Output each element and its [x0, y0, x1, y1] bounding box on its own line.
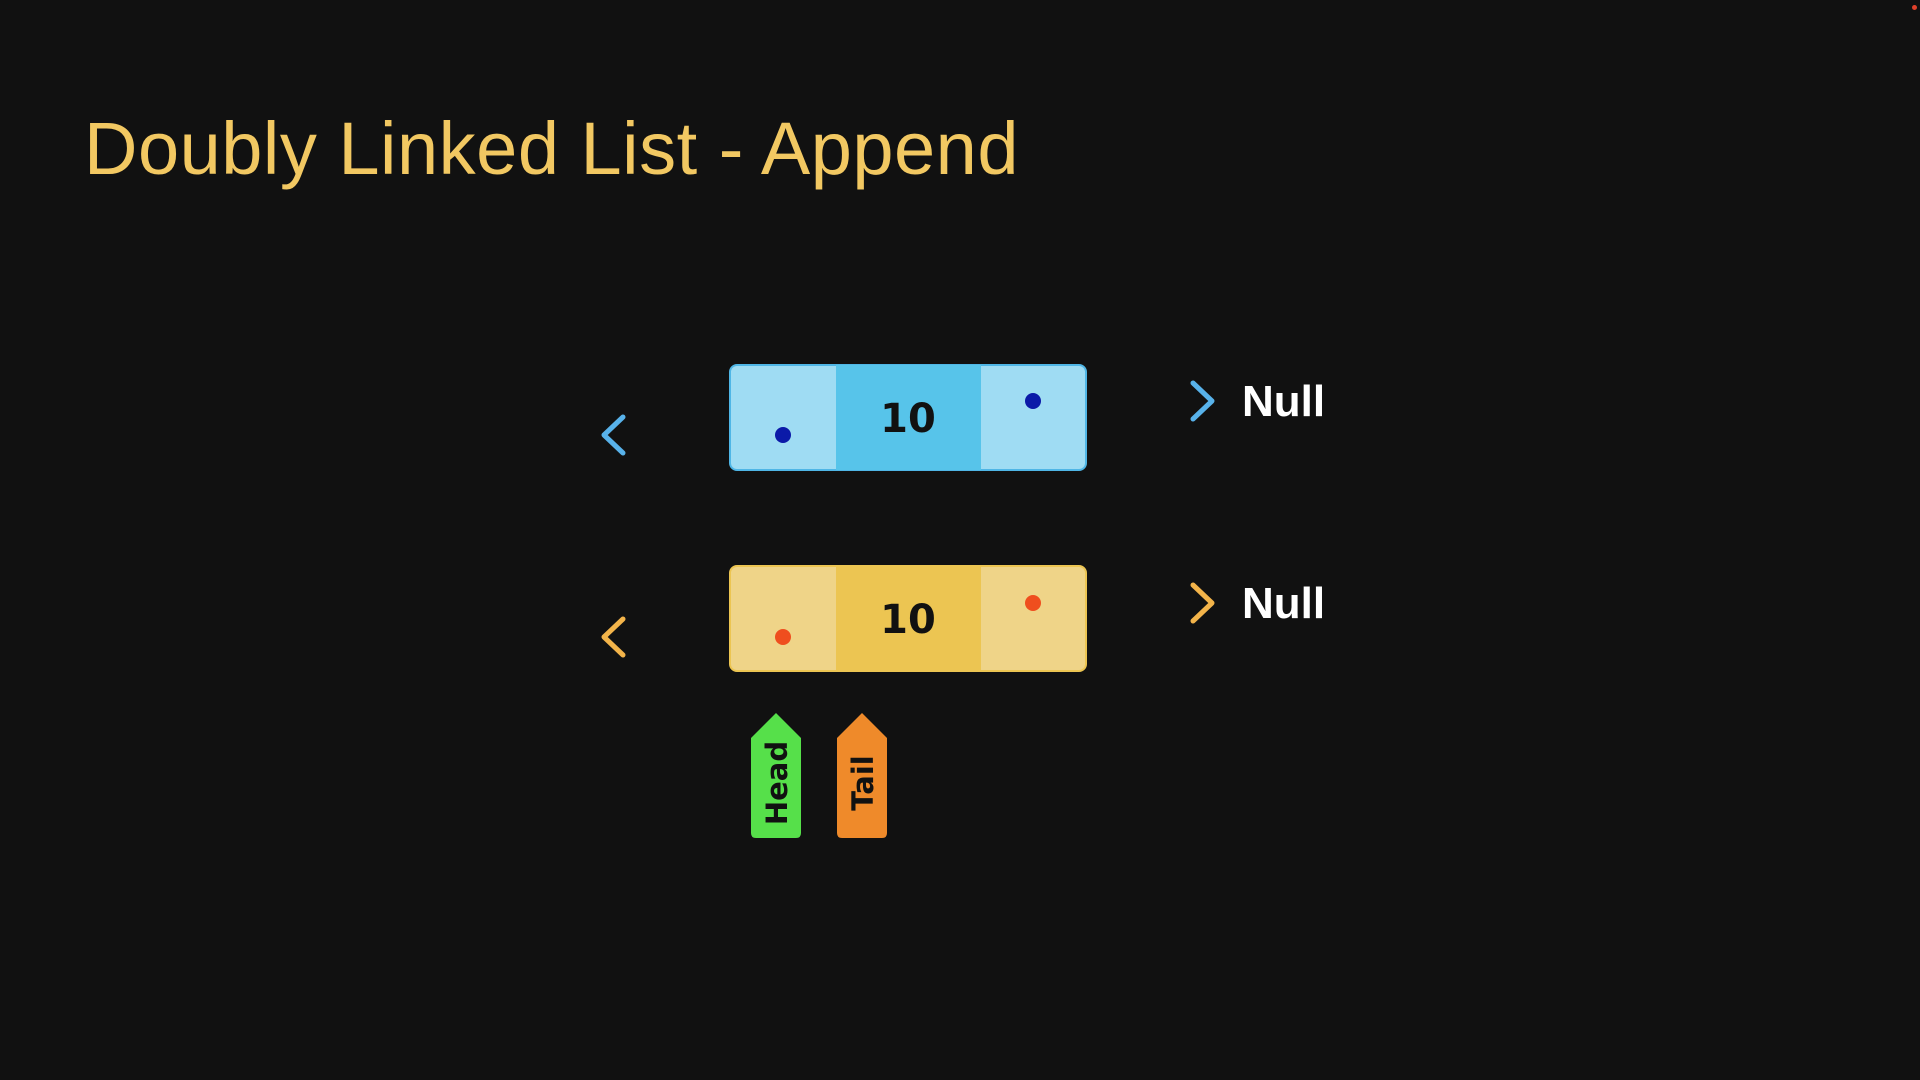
tail-label: Tail: [846, 755, 880, 811]
tail-pointer-tag: Tail: [837, 713, 887, 838]
prev-pointer-arrow: [601, 414, 791, 456]
node-value: 10: [880, 396, 936, 442]
null-label: Null: [1242, 377, 1325, 426]
head-label: Head: [760, 741, 794, 825]
list-node-blue: 10 Null: [601, 364, 1325, 471]
next-pointer-arrow: [1025, 582, 1215, 624]
head-pointer-tag: Head: [751, 713, 801, 838]
slide-title: Doubly Linked List - Append: [84, 107, 1019, 190]
node-value: 10: [880, 597, 936, 643]
next-pointer-arrow: [1025, 380, 1215, 422]
next-pointer-dot: [1025, 595, 1041, 611]
null-label: Null: [1242, 579, 1325, 628]
list-node-yellow: 10 Null: [601, 565, 1325, 672]
prev-pointer-dot: [775, 427, 791, 443]
recording-indicator-dot: [1912, 5, 1917, 10]
prev-pointer-dot: [775, 629, 791, 645]
next-pointer-dot: [1025, 393, 1041, 409]
node-data-field: [836, 566, 981, 671]
node-data-field: [836, 365, 981, 470]
prev-pointer-arrow: [601, 616, 791, 658]
